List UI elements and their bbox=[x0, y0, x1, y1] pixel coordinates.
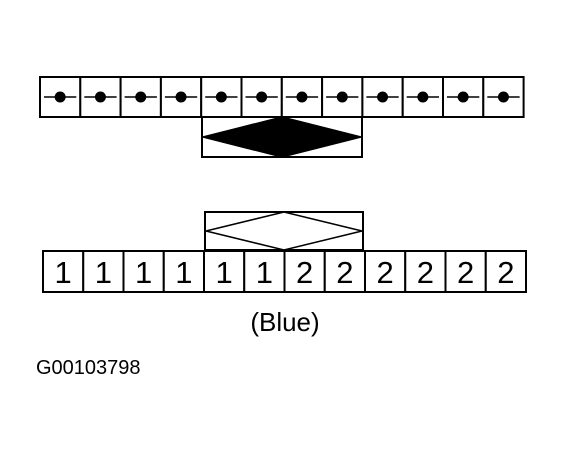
bottom-terminal-frame bbox=[42, 250, 85, 293]
outline-diamond-icon bbox=[205, 211, 363, 251]
top-pin-cell bbox=[79, 76, 122, 118]
terminal-number: 2 bbox=[497, 255, 514, 290]
top-connector-key bbox=[201, 116, 363, 158]
top-pin-cell bbox=[482, 76, 525, 118]
top-pin-cell bbox=[321, 76, 364, 118]
bottom-terminal-cell: 1 bbox=[122, 250, 165, 293]
top-pin-cell bbox=[200, 76, 243, 118]
terminal-number: 2 bbox=[377, 255, 394, 290]
terminal-number: 2 bbox=[457, 255, 474, 290]
top-pin-cell bbox=[159, 76, 203, 118]
pin-dot-icon bbox=[94, 91, 106, 103]
top-pin-cell bbox=[280, 76, 324, 118]
pin-dot-icon bbox=[377, 91, 389, 103]
top-connector-cells bbox=[39, 76, 525, 118]
bottom-terminal-cell: 1 bbox=[162, 250, 205, 293]
bottom-terminal-cell: 2 bbox=[484, 250, 527, 293]
bottom-terminal-cell: 2 bbox=[283, 250, 326, 293]
top-pin-cell bbox=[39, 76, 82, 118]
terminal-number: 2 bbox=[336, 255, 353, 290]
bottom-terminal-frame bbox=[484, 250, 527, 293]
terminal-number: 1 bbox=[95, 255, 112, 290]
terminal-number: 1 bbox=[256, 255, 273, 290]
pin-dot-icon bbox=[417, 91, 429, 103]
terminal-number: 1 bbox=[55, 255, 72, 290]
bottom-terminal-cell: 2 bbox=[323, 250, 366, 293]
bottom-terminal-frame bbox=[283, 250, 326, 293]
terminal-number: 2 bbox=[417, 255, 434, 290]
top-connector bbox=[39, 76, 525, 158]
pin-dot-icon bbox=[215, 91, 227, 103]
bottom-terminal-frame bbox=[364, 250, 407, 293]
bottom-connector-key bbox=[204, 211, 364, 251]
bottom-terminal-cell: 1 bbox=[42, 250, 85, 293]
connector-color-caption: (Blue) bbox=[250, 307, 319, 337]
terminal-number: 2 bbox=[296, 255, 313, 290]
terminal-number: 1 bbox=[216, 255, 233, 290]
pin-dot-icon bbox=[296, 91, 308, 103]
pin-dot-icon bbox=[175, 91, 187, 103]
bottom-terminal-frame bbox=[122, 250, 165, 293]
bottom-terminal-cell: 1 bbox=[203, 250, 246, 293]
bottom-terminal-cell: 2 bbox=[364, 250, 407, 293]
pin-dot-icon bbox=[54, 91, 66, 103]
top-pin-cell bbox=[361, 76, 404, 118]
filled-diamond-icon bbox=[202, 116, 362, 158]
terminal-number: 1 bbox=[175, 255, 192, 290]
bottom-terminal-cell: 2 bbox=[404, 250, 447, 293]
pin-dot-icon bbox=[457, 91, 469, 103]
bottom-terminal-frame bbox=[82, 250, 125, 293]
pin-dot-icon bbox=[336, 91, 348, 103]
bottom-terminal-frame bbox=[404, 250, 447, 293]
bottom-terminal-cell: 1 bbox=[243, 250, 286, 293]
terminal-number: 1 bbox=[135, 255, 152, 290]
pin-dot-icon bbox=[497, 91, 509, 103]
bottom-terminal-frame bbox=[203, 250, 246, 293]
pin-dot-icon bbox=[256, 91, 268, 103]
bottom-terminal-cell: 1 bbox=[82, 250, 125, 293]
figure-code: G00103798 bbox=[36, 357, 141, 379]
top-pin-cell bbox=[240, 76, 283, 118]
bottom-terminal-frame bbox=[243, 250, 286, 293]
bottom-terminal-cell: 2 bbox=[444, 250, 487, 293]
pin-dot-icon bbox=[135, 91, 147, 103]
top-pin-cell bbox=[401, 76, 445, 118]
top-pin-cell bbox=[119, 76, 162, 118]
top-pin-cell bbox=[442, 76, 485, 118]
